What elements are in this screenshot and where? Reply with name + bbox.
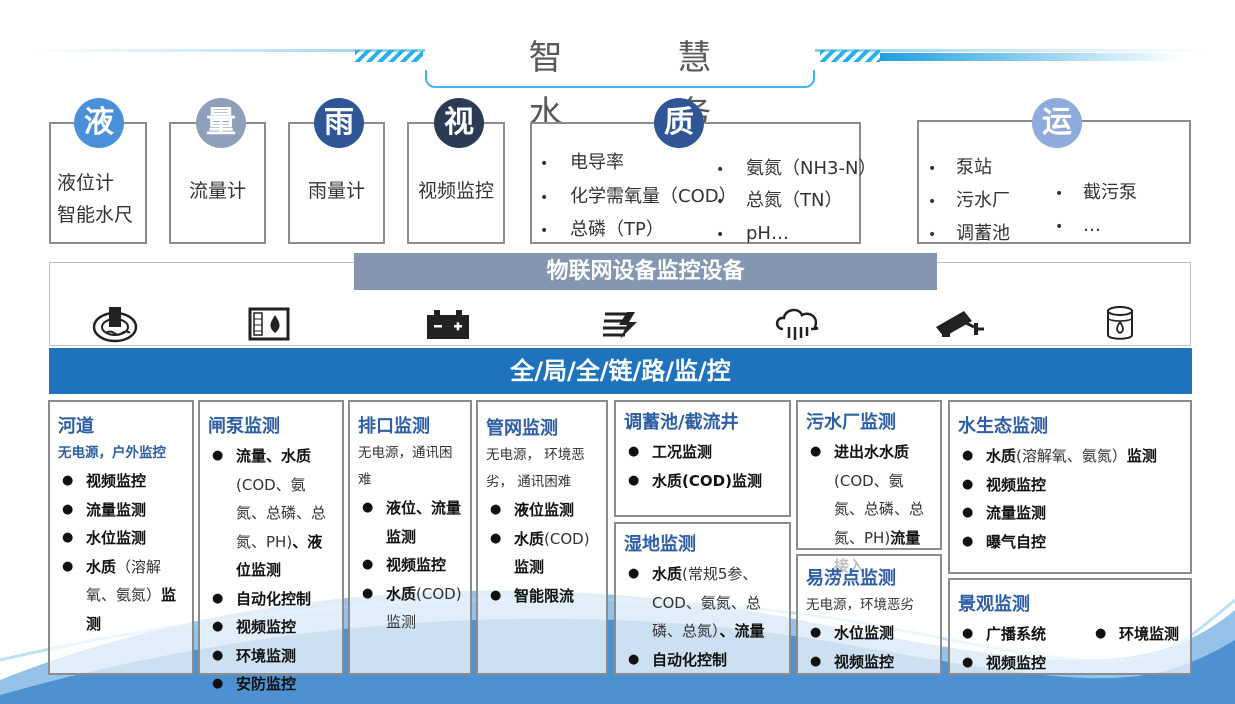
quality-item: •氨氮（NH3-N） (716, 158, 877, 179)
list-item: ●水位监测 (62, 529, 147, 547)
panel-title: 水生态监测 (958, 416, 1048, 437)
list-item: ●视频监控 (962, 475, 1047, 494)
category-badge-liquid: 液 (74, 98, 124, 148)
panel-title: 闸泵监测 (208, 416, 280, 437)
category-badge-rain: 雨 (314, 98, 364, 148)
panel-title: 管网监测 (486, 418, 558, 439)
list-item: ●水位监测 (810, 624, 895, 642)
panel-storage-tank: 调蓄池/截流井 ●工况监测 ●水质(COD)监测 (614, 400, 791, 517)
category-box-quality (530, 122, 861, 244)
quality-item: •电导率 (540, 152, 624, 173)
quality-item: •总氮（TN） (716, 190, 843, 211)
water-quality-meter-icon (248, 307, 290, 341)
panel-flood-point: 易涝点监测 无电源，环境恶劣 ●水位监测 ●视频监控 (796, 554, 942, 675)
list-item: ●环境监测 (1095, 625, 1180, 643)
list-item: ●视频监控 (962, 653, 1047, 672)
panel-subtitle: 无电源， 环境恶劣， 通讯困难 (486, 447, 585, 490)
list-item: ●水质（溶解氧、氨氮）监测 (62, 557, 177, 633)
list-item: ●液位、流量监测 (362, 499, 462, 546)
list-item: ●流量、水质(COD、氨氮、总磷、总氮、PH)、液位监测 (212, 447, 327, 579)
category-item: 智能水尺 (57, 204, 134, 226)
list-item: ●水质(常规5参、COD、氨氮、总磷、总氮）、流量 (628, 565, 765, 640)
list-item: ●水质(COD) 监测 (490, 529, 590, 577)
water-level-sensor-icon (92, 303, 138, 343)
global-monitoring-bar: 全/局/全/链/路/监/控 (49, 348, 1192, 394)
panel-pipe-network: 管网监测 无电源， 环境恶劣， 通讯困难 ●液位监测 ●水质(COD) 监测 ●… (476, 400, 608, 675)
iot-title: 物联网设备监控设备 (354, 253, 937, 290)
header-stripe-left (355, 50, 423, 62)
panel-river: 河道 无电源，户外监控 ●视频监控 ●流量监测 ●水位监测 ●水质（溶解氧、氨氮… (48, 400, 194, 675)
category-item: 雨量计 (307, 180, 365, 202)
list-item: ●流量监测 (62, 500, 147, 519)
list-item: ●视频监控 (62, 472, 147, 490)
category-badge-operation: 运 (1032, 98, 1082, 148)
quality-item: •pH… (716, 223, 789, 244)
panel-title: 景观监测 (958, 594, 1030, 615)
category-item: 视频监控 (417, 180, 494, 202)
list-item: ●自动化控制 (212, 589, 312, 608)
panel-water-ecology: 水生态监测 ●水质(溶解氧、氨氮）监测 ●视频监控 ●流量监测 ●曝气自控 (948, 400, 1192, 574)
category-box-video (407, 122, 505, 244)
list-item: ●视频监控 (212, 618, 297, 636)
surveillance-camera-icon (934, 307, 986, 339)
list-item: ●安防监控 (212, 675, 297, 693)
panel-subtitle: 无电源，环境恶劣 (806, 597, 914, 613)
panel-title: 易涝点监测 (806, 568, 896, 589)
operation-item: •截污泵 (1055, 182, 1137, 203)
battery-icon (426, 310, 470, 340)
title-frame (425, 70, 815, 88)
list-item: ●广播系统 (962, 625, 1047, 643)
quality-item: •总磷（TP） (540, 219, 664, 240)
panel-title: 河道 (58, 416, 94, 437)
panel-subtitle: 无电源，通讯困难 (358, 445, 453, 488)
list-item: ●水质(COD)监测 (362, 584, 462, 632)
panel-scenic: 景观监测 ●广播系统 ●环境监测 ●视频监控 (948, 578, 1192, 675)
header-line-left (30, 49, 425, 52)
panel-subtitle: 无电源，户外监控 (58, 445, 166, 461)
panel-wetland: 湿地监测 ●水质(常规5参、COD、氨氮、总磷、总氮）、流量 ●自动化控制 (614, 522, 791, 675)
panel-gate-pump: 闸泵监测 ●流量、水质(COD、氨氮、总磷、总氮、PH)、液位监测 ●自动化控制… (198, 400, 344, 693)
operation-item: •调蓄池 (928, 223, 1010, 244)
header-stripe-right (820, 50, 880, 62)
header-accent-right (880, 53, 1180, 61)
list-item: ●自动化控制 (628, 650, 728, 669)
panel-title: 调蓄池/截流井 (624, 412, 739, 433)
category-badge-quality: 质 (654, 98, 704, 148)
list-item: ●环境监测 (212, 646, 297, 665)
page-title: 智 慧 水 务 (528, 38, 764, 134)
solar-panel-icon (603, 310, 639, 340)
rain-cloud-icon (773, 307, 821, 341)
water-tank-icon (1105, 306, 1135, 340)
list-item: ●视频监控 (810, 652, 895, 671)
operation-item: •污水厂 (928, 190, 1010, 211)
list-item: ●流量监测 (962, 504, 1047, 522)
list-item: ●液位监测 (490, 501, 575, 519)
list-item: ●进出水水质(COD、氨氮、总磷、总氮、PH)流量接入 (810, 443, 925, 575)
operation-item: •泵站 (928, 157, 992, 178)
panel-title: 湿地监测 (624, 534, 696, 555)
category-item: 液位计 (57, 172, 115, 194)
panel-title: 排口监测 (358, 416, 430, 437)
category-badge-flow: 量 (196, 98, 246, 148)
category-box-operation (917, 120, 1191, 244)
list-item: ●视频监控 (362, 556, 447, 574)
list-item: ●智能限流 (490, 586, 575, 605)
list-item: ●曝气自控 (962, 532, 1047, 551)
category-badge-video: 视 (434, 98, 484, 148)
list-item: ●工况监测 (628, 443, 713, 461)
quality-item: •化学需氧量（COD） (540, 186, 737, 207)
operation-item: •… (1055, 215, 1101, 236)
panel-sewage-plant: 污水厂监测 ●进出水水质(COD、氨氮、总磷、总氮、PH)流量接入 (796, 400, 942, 575)
list-item: ●水质(溶解氧、氨氮）监测 (962, 447, 1157, 465)
panel-outlet: 排口监测 无电源，通讯困难 ●液位、流量监测 ●视频监控 ●水质(COD)监测 (348, 400, 472, 675)
category-item: 流量计 (188, 180, 246, 202)
list-item: ●水质(COD)监测 (628, 471, 762, 490)
panel-title: 污水厂监测 (806, 412, 896, 433)
